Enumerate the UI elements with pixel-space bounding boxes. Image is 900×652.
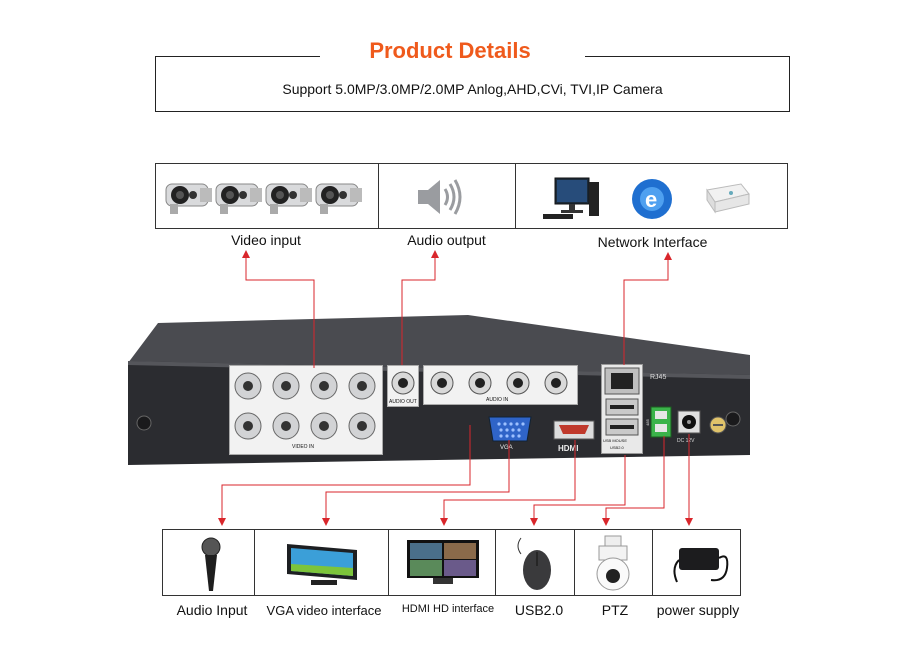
usb-label: USB2.0 [514, 602, 564, 618]
monitor-icon [287, 544, 357, 585]
audio-output-label: Audio output [407, 232, 486, 248]
vga-port-label: VGA [500, 445, 513, 451]
video-input-label: Video input [231, 232, 301, 248]
ptz-label: PTZ [601, 602, 629, 618]
router-icon [706, 183, 750, 214]
audio-input-label: Audio Input [176, 602, 248, 618]
dc-jack [677, 410, 701, 434]
video-in-text: VIDEO IN [292, 444, 314, 450]
ptz-camera-icon [596, 535, 630, 591]
top-panel: e [155, 163, 788, 229]
bullet-camera-icon [165, 183, 363, 215]
subtitle-frame [155, 56, 790, 112]
rj45-usb-panel: USB MOUSE USB2.0 [601, 364, 643, 454]
speaker-icon [418, 179, 462, 215]
hdmi-port-label: HDMI [558, 444, 579, 453]
video-in-panel: VIDEO IN [229, 365, 383, 455]
audio-in-panel: AUDIO IN [423, 365, 578, 405]
rj45-label: RJ45 [650, 374, 667, 381]
hdmi-monitor-icon [407, 540, 479, 584]
ground-screw [709, 416, 727, 434]
header-line-right [585, 56, 790, 57]
power-supply-label: power supply [656, 602, 740, 618]
audio-out-panel: AUDIO OUT [387, 365, 419, 407]
svg-text:e: e [645, 187, 657, 212]
browser-icon: e [632, 179, 672, 219]
subtitle: Support 5.0MP/3.0MP/2.0MP Anlog,AHD,CVi,… [282, 81, 663, 97]
hdmi-label: HDMI HD interface [401, 603, 495, 615]
network-interface-label: Network Interface [597, 234, 708, 250]
mouse-icon [517, 537, 551, 590]
computer-icon [543, 177, 599, 219]
rs485-terminal [650, 406, 672, 438]
header-line-left [155, 56, 320, 57]
microphone-icon [201, 537, 221, 591]
bottom-panel [162, 529, 741, 596]
hdmi-port [553, 420, 595, 440]
vga-label: VGA video interface [266, 603, 382, 618]
page-title: Product Details [369, 38, 531, 63]
vga-port [488, 416, 532, 442]
power-adapter-icon [673, 548, 729, 583]
